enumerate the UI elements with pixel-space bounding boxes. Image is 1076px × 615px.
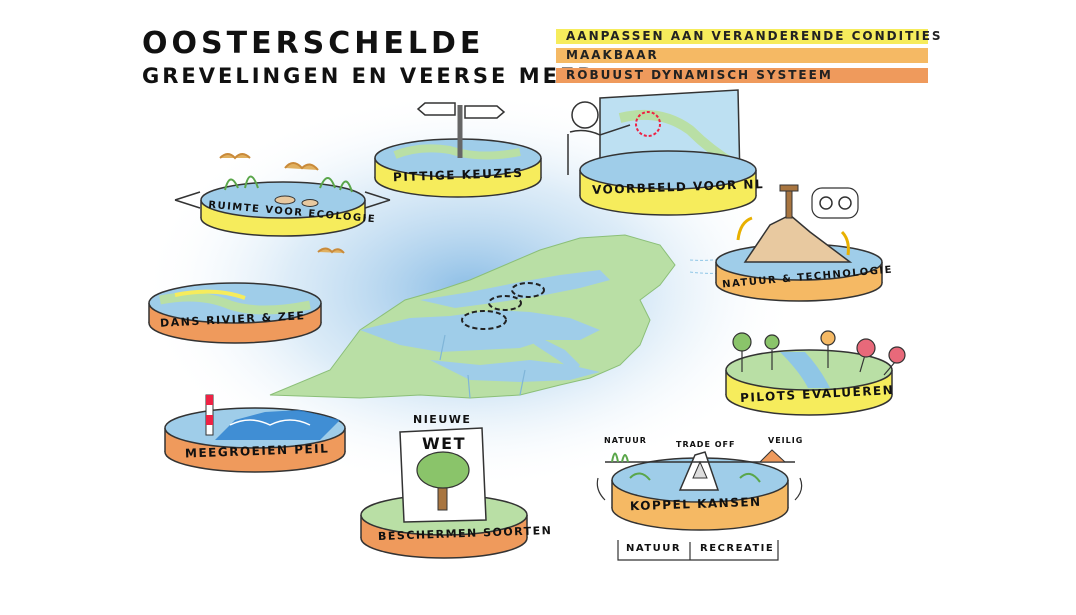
tradeoff-left: Natuur (604, 436, 647, 445)
island-beschermen-soorten (360, 427, 528, 559)
mountain-icon (743, 184, 853, 263)
page-title: Oosterschelde (142, 26, 485, 61)
legend-item-robuust: Robuust dynamisch systeem (556, 68, 928, 83)
minus-icon (856, 338, 906, 376)
fish-icon (274, 195, 319, 207)
tradeoff-right: Veilig (768, 436, 804, 445)
island-voorbeeld-nl (567, 89, 757, 216)
question-icon (820, 330, 836, 368)
tag-recreatie: Recreatie (700, 543, 775, 554)
island-ruimte-ecologie (174, 153, 391, 254)
island-natuur-technologie (715, 184, 883, 302)
legend-item-maakbaar: Maakbaar (556, 48, 928, 63)
tree-icon (416, 451, 470, 511)
signpost-icon (416, 102, 506, 158)
bird-icon (219, 153, 345, 254)
island-pittige-keuzes (374, 102, 542, 198)
sign-top-text: Nieuwe (413, 413, 472, 426)
island-meegroeien-peil (164, 394, 346, 473)
island-dans-rivier-zee (148, 282, 322, 344)
plus-icon (732, 332, 780, 372)
tag-natuur: Natuur (626, 543, 682, 554)
person-icon (567, 101, 631, 175)
legend-item-aanpassen: Aanpassen aan veranderende condities (556, 29, 941, 44)
island-koppel-kansen (596, 449, 803, 531)
page-subtitle: Grevelingen en Veerse Meer (142, 64, 597, 88)
gear-icon (811, 187, 859, 219)
tradeoff-middle: Trade off (676, 440, 736, 449)
sign-label: Wet (422, 434, 466, 453)
island-pilots-evalueren (725, 330, 906, 416)
delta-map (269, 234, 776, 399)
